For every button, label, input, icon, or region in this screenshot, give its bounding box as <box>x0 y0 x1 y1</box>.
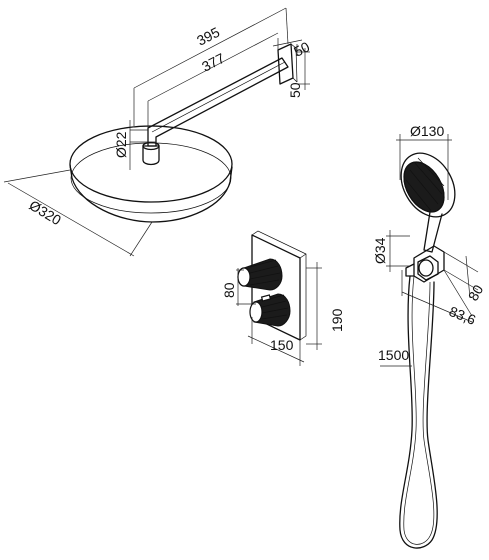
arm-connector <box>142 145 160 166</box>
dim-320-label: Ø320 <box>26 197 64 228</box>
dim-handshower-diameter: Ø130 <box>396 123 452 200</box>
dim-50-width-label: 50 <box>291 38 312 59</box>
dim-holder-diameter: Ø34 <box>372 230 410 272</box>
dim-130-label: Ø130 <box>410 123 444 139</box>
dim-plate-width: 50 <box>272 38 312 60</box>
dim-1500-label: 1500 <box>378 347 409 363</box>
dim-80-holder-label: 80 <box>465 282 487 304</box>
upper-knob <box>237 258 283 291</box>
shower-hose <box>399 275 438 549</box>
dim-arm-diameter: Ø22 <box>113 120 156 170</box>
dim-150-label: 150 <box>270 337 294 353</box>
hand-shower-head <box>400 152 456 253</box>
dim-holder-projection: 80 <box>443 251 487 304</box>
dim-50-height-label: 50 <box>287 82 303 98</box>
dim-34-label: Ø34 <box>372 237 388 264</box>
overhead-shower-assembly: 395 377 50 50 Ø22 <box>3 7 312 257</box>
dim-plate-height: 50 <box>287 48 310 98</box>
hand-shower-holder <box>405 245 445 283</box>
dim-knob-spacing: 80 <box>221 268 256 306</box>
dim-190-label: 190 <box>329 308 345 332</box>
thermostatic-valve: 80 190 150 <box>221 230 345 366</box>
dim-hose-length: 1500 <box>378 347 412 367</box>
hand-shower-assembly: Ø130 Ø34 80 83,6 1500 <box>372 123 487 549</box>
dim-arm-length: 377 <box>147 32 279 128</box>
shower-head-body <box>69 164 233 223</box>
dim-plate-width-150: 150 <box>247 317 305 366</box>
dim-22-label: Ø22 <box>113 131 129 158</box>
dim-plate-height-190: 190 <box>306 262 345 350</box>
dim-head-diameter: Ø320 <box>3 169 153 257</box>
dim-395-label: 395 <box>194 24 222 49</box>
lower-knob <box>249 293 291 327</box>
dim-80-knob-label: 80 <box>221 282 237 298</box>
dim-377-label: 377 <box>199 50 227 75</box>
dim-83-6-label: 83,6 <box>447 303 478 328</box>
